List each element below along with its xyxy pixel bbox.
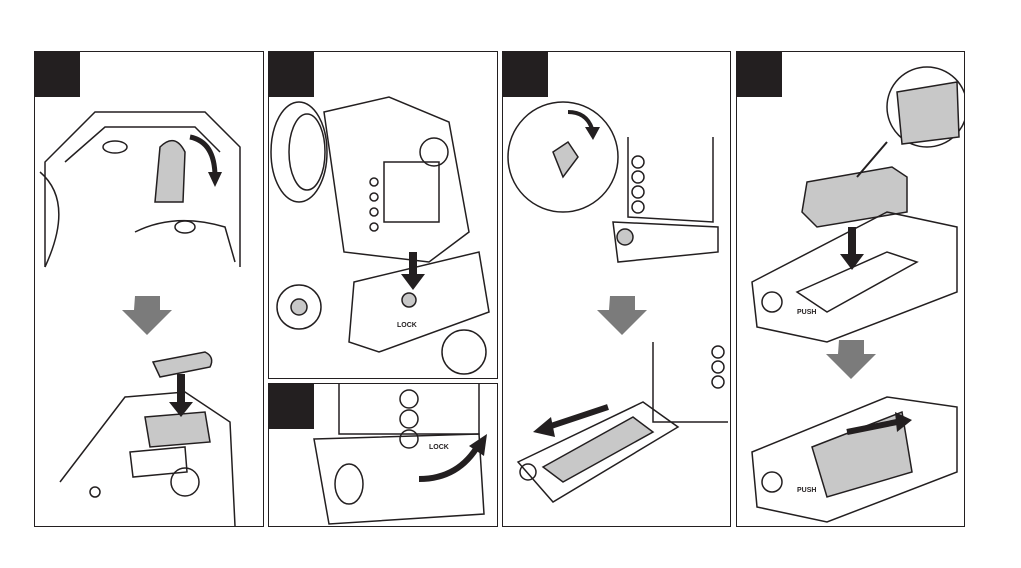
lock-label: LOCK — [397, 322, 417, 329]
step-4-panel — [502, 51, 731, 527]
remove-battery-holder-illustration — [507, 101, 728, 503]
step-badge — [269, 384, 314, 429]
remove-contact-cover-illustration — [39, 111, 241, 526]
step-badge — [269, 52, 314, 97]
step-1-panel — [34, 51, 264, 527]
tighten-mounting-wheel-illustration: LOCK — [313, 384, 487, 525]
step-3-panel: LOCK — [268, 383, 498, 527]
insert-battery-illustration: PUSH PUSH — [751, 66, 964, 523]
step-badge — [503, 52, 548, 97]
lock-label: LOCK — [429, 444, 449, 451]
attach-grip-illustration: LOCK — [270, 96, 490, 375]
down-arrow-icon — [597, 296, 647, 335]
step-badge — [737, 52, 782, 97]
step-badge — [35, 52, 80, 97]
down-arrow-icon — [826, 340, 876, 379]
step-5-panel: PUSH PUSH — [736, 51, 965, 527]
step-2-panel: LOCK — [268, 51, 498, 379]
down-arrow-icon — [122, 296, 172, 335]
push-label: PUSH — [797, 309, 816, 316]
push-label: PUSH — [797, 487, 816, 494]
